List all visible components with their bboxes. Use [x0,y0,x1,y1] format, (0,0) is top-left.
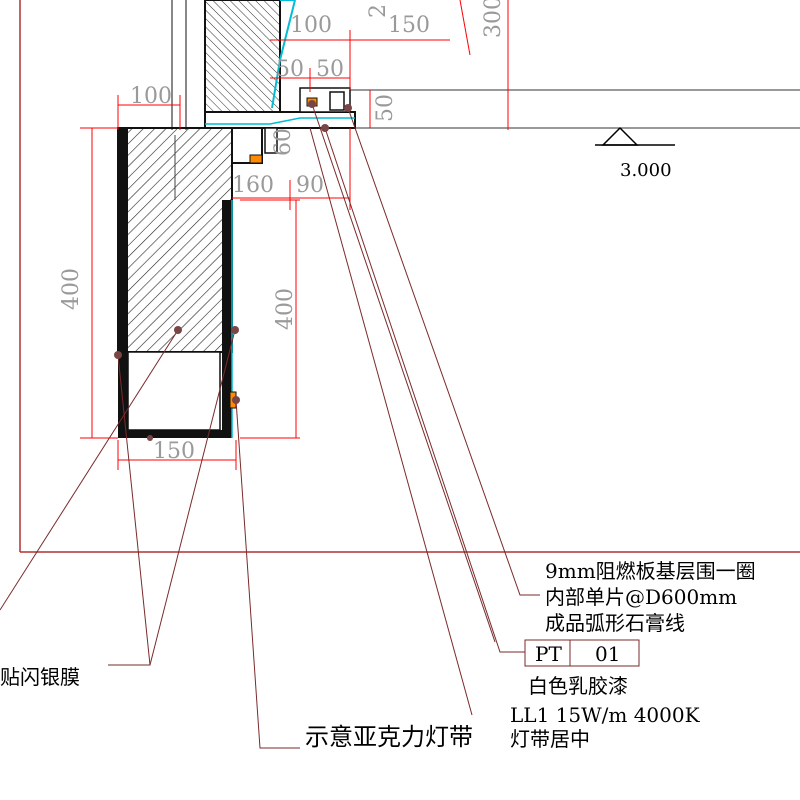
dimension-labels: 100 100 150 300 2 50 50 50 60 160 90 400… [59,0,506,464]
upper-structure [171,0,296,130]
dim-100-right: 100 [290,13,332,38]
level-marker: 3.000 [595,126,675,181]
note-fire-board: 9mm阻燃板基层围一圈 [545,559,756,583]
tag-number: 01 [595,642,620,666]
dim-160: 160 [232,173,274,198]
dim-300: 300 [481,0,506,38]
dim-90: 90 [296,173,324,198]
dim-150-top: 150 [388,13,430,38]
dim-2: 2 [366,4,391,18]
note-gypsum-line: 成品弧形石膏线 [545,611,685,635]
tag-code: PT [535,642,562,666]
note-spacing: 内部单片@D600mm [545,585,737,609]
leader-lines [0,103,540,749]
material-tag: PT 01 [524,639,640,667]
vertical-bulkhead [117,127,237,438]
level-value: 3.000 [620,160,672,181]
ceiling-lines [350,0,800,130]
dim-400-left: 400 [59,268,84,310]
leader-dots [114,100,352,441]
note-latex-paint: 白色乳胶漆 [528,674,628,698]
dim-50-b: 50 [316,57,344,82]
note-light-spec: LL1 15W/m 4000K [510,703,701,727]
dimension-lines [80,0,471,470]
ceiling-ledge [204,87,356,164]
note-light-centered: 灯带居中 [510,727,590,751]
dim-150-bottom: 150 [153,439,195,464]
dim-50-a: 50 [276,57,304,82]
drawing-border [19,0,800,553]
dim-100-left: 100 [130,84,172,109]
annotations: 9mm阻燃板基层围一圈 内部单片@D600mm 成品弧形石膏线 白色乳胶漆 LL… [0,559,756,751]
dim-400-right: 400 [273,288,298,330]
dim-50-vertical: 50 [373,94,398,122]
note-acrylic-strip: 示意亚克力灯带 [305,723,473,751]
dim-60: 60 [271,128,296,156]
note-silver-film: 贴闪银膜 [0,665,80,689]
